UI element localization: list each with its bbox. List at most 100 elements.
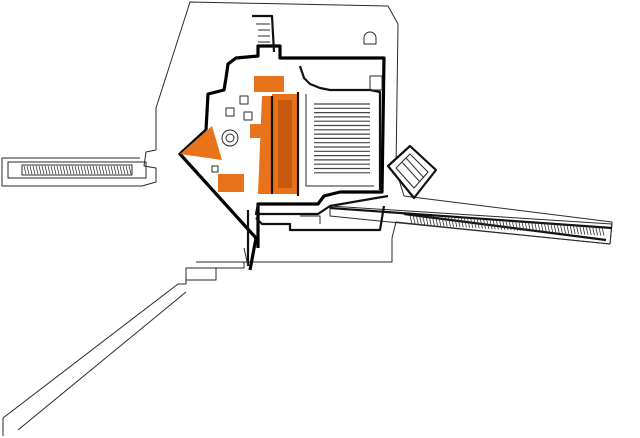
ramp-hatch-line <box>502 220 506 230</box>
highlight-north <box>254 76 284 92</box>
ramp-hatch-line <box>412 215 416 225</box>
ramp-hatch-line <box>480 219 483 229</box>
ramp-hatch-line <box>601 226 605 236</box>
ramp-hatch-line <box>62 165 66 175</box>
ramp-hatch-line <box>505 220 509 231</box>
ramp-hatch-line <box>29 165 33 175</box>
ramp-hatch-line <box>95 165 99 175</box>
entrance-block <box>185 267 217 281</box>
north-stair <box>252 14 276 53</box>
ramp-hatch-line <box>512 221 515 231</box>
highlight-mid <box>250 124 268 138</box>
ramp-hatch-line <box>483 219 486 229</box>
ramp-hatch-line <box>534 222 538 232</box>
ramp-hatch-line <box>32 165 36 175</box>
ramp-hatch-line <box>419 215 422 226</box>
ramp-hatch-line <box>553 223 557 233</box>
ramp-hatch-line <box>86 165 90 175</box>
ramp-hatch-line <box>428 216 432 226</box>
ramp-hatch-line <box>89 165 93 175</box>
ramp-hatch-line <box>582 225 586 235</box>
ramp-hatch-line <box>432 216 435 226</box>
highlight-spine <box>258 96 272 194</box>
ramp-hatch-line <box>560 224 563 234</box>
ramp-hatch-line <box>592 226 595 236</box>
ramp-hatch-line <box>435 216 438 226</box>
ramp-hatch-line <box>23 165 27 175</box>
ramp-hatch-line <box>579 225 582 235</box>
ramp-hatch-line <box>53 165 57 175</box>
west-ramp <box>7 161 147 179</box>
ramp-hatch-line <box>547 223 550 233</box>
ramp-hatch-line <box>409 215 413 225</box>
ramp-hatch-line <box>110 165 114 175</box>
east-stair-tower <box>386 144 438 200</box>
ramp-hatch-line <box>122 165 126 175</box>
ramp-hatch-line <box>492 220 496 230</box>
ramp-hatch-line <box>566 224 570 234</box>
ramp-hatch-line <box>71 165 75 175</box>
highlight-triangle <box>180 126 222 160</box>
ramp-hatch-line <box>524 222 528 232</box>
ramp-hatch-line <box>416 215 419 225</box>
ramp-hatch-line <box>68 165 72 175</box>
ramp-hatch-line <box>508 221 512 231</box>
ramp-hatch-line <box>35 165 39 175</box>
ramp-hatch-line <box>496 220 499 230</box>
ramp-hatch-line <box>563 224 566 234</box>
northeast-detail <box>363 31 377 45</box>
ramp-hatch-line <box>556 224 560 234</box>
ramp-hatch-line <box>467 218 470 228</box>
ramp-hatch-line <box>521 221 525 232</box>
ramp-hatch-line <box>41 165 45 175</box>
ramp-hatch-line <box>116 165 120 175</box>
ramp-hatch-line <box>476 219 480 229</box>
ramp-hatch-line <box>537 222 541 233</box>
ramp-hatch-line <box>454 217 458 228</box>
ramp-hatch-line <box>489 220 493 230</box>
ramp-hatch-line <box>80 165 84 175</box>
ramp-hatch-line <box>515 221 518 231</box>
highlight-corridor-inner <box>278 100 292 188</box>
ramp-hatch-line <box>451 217 454 227</box>
east-ramp <box>329 205 613 245</box>
ramp-hatch-line <box>83 165 87 175</box>
ramp-hatch-line <box>98 165 102 175</box>
ramp-hatch-line <box>528 222 531 232</box>
ramp-hatch-line <box>104 165 108 175</box>
ramp-hatch-line <box>550 223 554 233</box>
ramp-hatch-line <box>74 165 78 175</box>
site-boundary <box>1 1 613 436</box>
ramp-hatch-line <box>544 223 547 233</box>
ramp-hatch-line <box>422 216 426 226</box>
ramp-hatch-line <box>38 165 42 175</box>
ramp-hatch-line <box>101 165 105 175</box>
ramp-hatch-line <box>56 165 60 175</box>
ramp-hatch-line <box>470 218 474 229</box>
ramp-hatch-line <box>438 216 442 227</box>
ramp-hatch-line <box>569 224 573 234</box>
highlighted-spaces <box>180 76 300 196</box>
entry-paths <box>196 247 249 267</box>
ramp-hatch-line <box>531 222 534 232</box>
ramp-hatch-line <box>59 165 63 175</box>
auditorium <box>298 65 383 190</box>
ramp-hatch-line <box>128 165 132 175</box>
ramp-hatch-line <box>77 165 81 175</box>
ramp-hatch-line <box>65 165 69 175</box>
ramp-hatch-line <box>499 220 502 230</box>
highlight-southwest <box>218 174 244 192</box>
ramp-hatch-line <box>576 225 579 235</box>
ramp-hatch-line <box>50 165 54 175</box>
ramp-hatch-line <box>425 216 429 226</box>
ramp-hatch-line <box>125 165 129 175</box>
ramp-hatch-line <box>585 225 589 235</box>
ramp-hatch-line <box>441 217 445 227</box>
ramp-hatch-line <box>598 226 602 236</box>
ramp-hatch-line <box>486 219 490 230</box>
ramp-hatch-line <box>473 219 477 229</box>
west-block-details <box>211 95 253 173</box>
ramp-hatch-line <box>595 226 598 236</box>
building-walls <box>178 44 389 271</box>
